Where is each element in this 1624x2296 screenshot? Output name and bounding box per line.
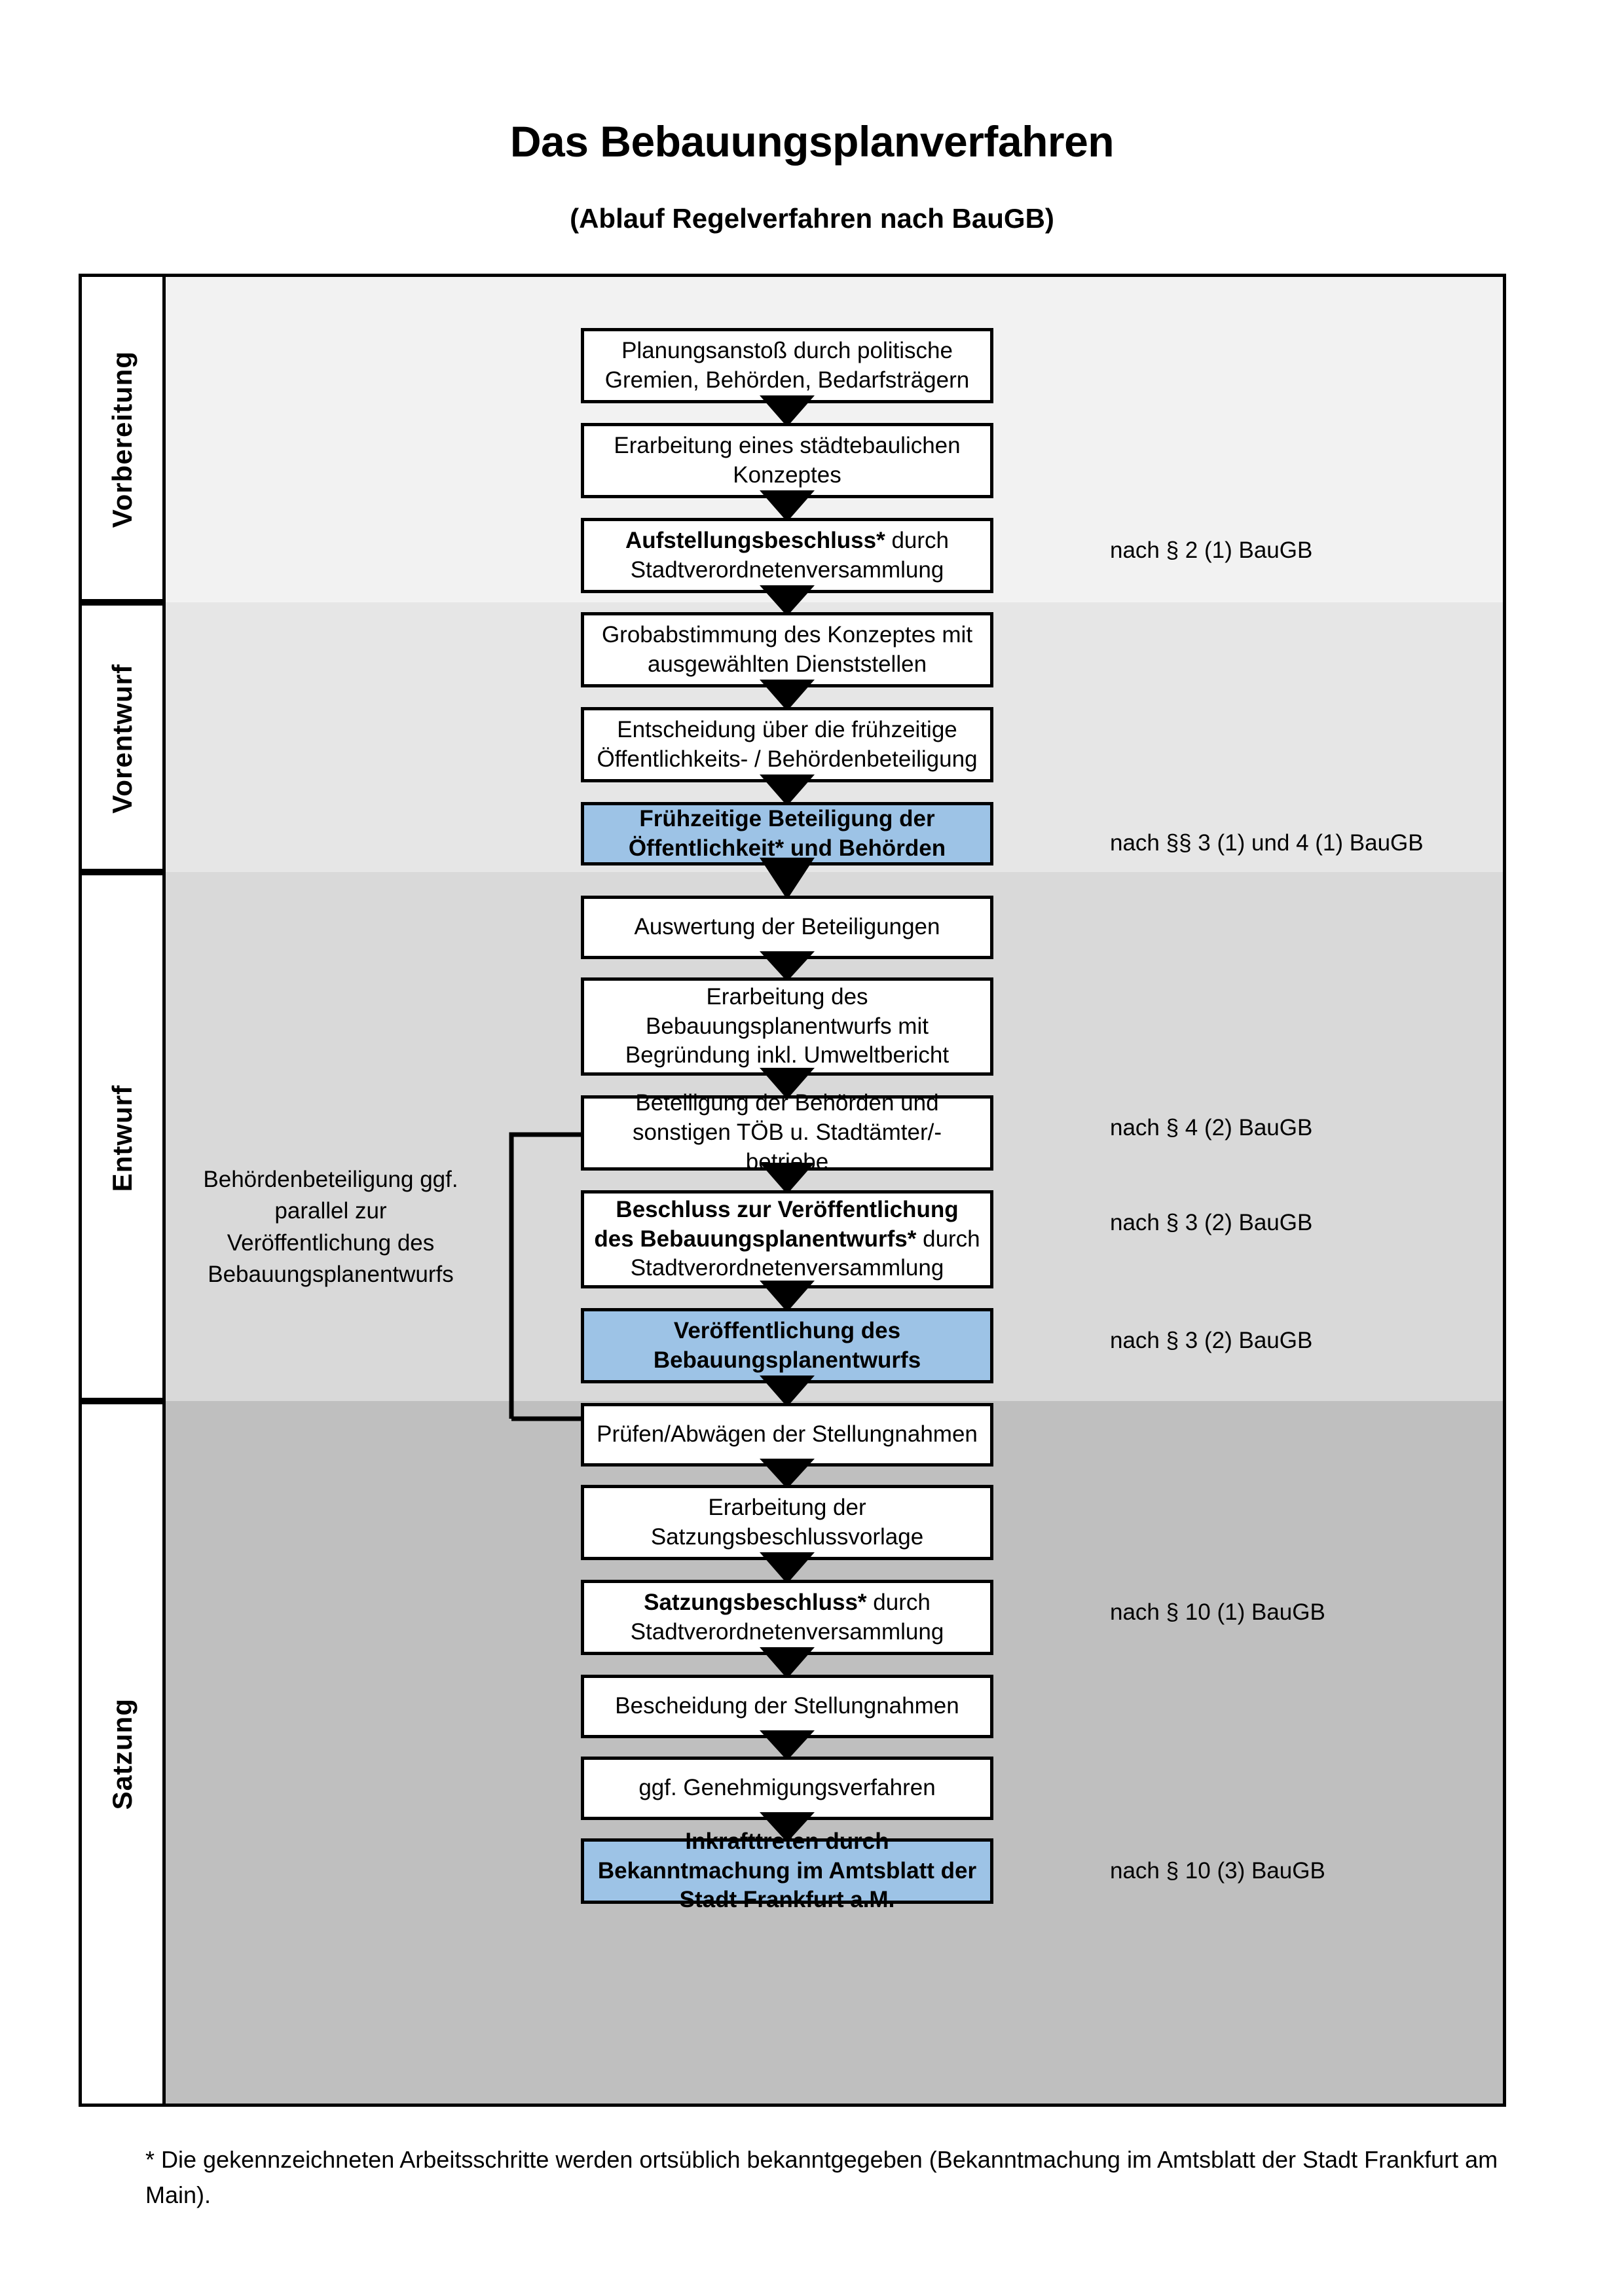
- process-box-satzungsbeschluss[interactable]: Satzungsbeschluss* durch Stadtverordnete…: [581, 1580, 993, 1655]
- flow-arrow-down: [760, 585, 815, 616]
- phase-label-cell: Vorbereitung: [82, 277, 166, 602]
- process-box-label: Erarbeitung eines städtebaulichen Konzep…: [614, 432, 961, 488]
- ref-beschluss-veroeffentlichung: nach § 3 (2) BauGB: [1110, 1210, 1313, 1235]
- process-box-fruehzeitige-beteiligung[interactable]: Frühzeitige Beteiligung der Öffentlichke…: [581, 802, 993, 866]
- flow-arrow-down: [760, 951, 815, 981]
- process-box-planungsanstoss[interactable]: Planungsanstoß durch politische Gremien,…: [581, 328, 993, 403]
- process-box-pruefen-abwaegen[interactable]: Prüfen/Abwägen der Stellungnahmen: [581, 1403, 993, 1467]
- process-box-label: Frühzeitige Beteiligung der Öffentlichke…: [628, 805, 946, 861]
- process-box-label: Satzungsbeschluss* durch Stadtverordnete…: [630, 1589, 944, 1645]
- flow-arrow-down: [760, 774, 815, 806]
- process-box-label: Veröffentlichung des Bebauungsplanentwur…: [653, 1317, 921, 1373]
- phase-label-satzung: Satzung: [106, 1698, 138, 1810]
- process-box-label: ggf. Genehmigungsverfahren: [638, 1775, 936, 1801]
- page-subtitle: (Ablauf Regelverfahren nach BauGB): [570, 203, 1054, 234]
- process-box-erarbeitung-satzungsvorlage[interactable]: Erarbeitung der Satzungsbeschlussvorlage: [581, 1485, 993, 1560]
- flow-arrow-down: [760, 680, 815, 711]
- process-box-staedtebauliches-konzept[interactable]: Erarbeitung eines städtebaulichen Konzep…: [581, 423, 993, 498]
- flow-arrow-down: [760, 1376, 815, 1407]
- process-box-erarbeitung-bplanentwurf[interactable]: Erarbeitung des Bebauungsplanentwurfs mi…: [581, 977, 993, 1076]
- process-box-label: Erarbeitung des Bebauungsplanentwurfs mi…: [625, 983, 950, 1068]
- flow-arrow-down: [760, 490, 815, 522]
- phase-label-vorentwurf: Vorentwurf: [106, 664, 138, 814]
- ref-satzungsbeschluss: nach § 10 (1) BauGB: [1110, 1599, 1325, 1625]
- phase-divider: [82, 869, 166, 872]
- footnote-text: * Die gekennzeichneten Arbeitsschritte w…: [145, 2146, 1498, 2208]
- phase-divider: [82, 1398, 166, 1401]
- ref-inkrafttreten: nach § 10 (3) BauGB: [1110, 1858, 1325, 1884]
- process-box-genehmigungsverfahren[interactable]: ggf. Genehmigungsverfahren: [581, 1757, 993, 1820]
- process-box-label: Erarbeitung der Satzungsbeschlussvorlage: [650, 1494, 924, 1550]
- process-box-label: Beschluss zur Veröffentlichung des Bebau…: [594, 1196, 980, 1281]
- ref-fruehzeitige-beteiligung: nach §§ 3 (1) und 4 (1) BauGB: [1110, 830, 1424, 856]
- process-box-label: Aufstellungsbeschluss* durch Stadtverord…: [625, 527, 950, 583]
- phase-label-cell: Vorentwurf: [82, 602, 166, 872]
- process-box-label: Bescheidung der Stellungnahmen: [615, 1693, 959, 1719]
- flow-arrow-down: [760, 1730, 815, 1760]
- flow-arrow-down: [760, 858, 815, 900]
- process-box-label: Beteiligung der Behörden und sonstigen T…: [632, 1090, 942, 1175]
- diagram-frame: Vorbereitung Vorentwurf Entwurf Satzung …: [79, 274, 1506, 2107]
- flow-arrow-down: [760, 1647, 815, 1679]
- flow-arrow-down: [760, 395, 815, 427]
- ref-aufstellungsbeschluss: nach § 2 (1) BauGB: [1110, 538, 1313, 563]
- process-box-veroeffentlichung-bplanentwurf[interactable]: Veröffentlichung des Bebauungsplanentwur…: [581, 1308, 993, 1383]
- flow-arrow-down: [760, 1552, 815, 1584]
- process-box-beteiligung-behoerden-toeb[interactable]: Beteiligung der Behörden und sonstigen T…: [581, 1090, 993, 1175]
- phase-label-cell: Entwurf: [82, 872, 166, 1401]
- ref-veroeffentlichung: nach § 3 (2) BauGB: [1110, 1328, 1313, 1353]
- phase-label-entwurf: Entwurf: [106, 1084, 138, 1192]
- phase-divider: [82, 599, 166, 602]
- flow-arrow-down: [760, 1163, 815, 1194]
- process-box-grobabstimmung[interactable]: Grobabstimmung des Konzeptes mit ausgewä…: [581, 612, 993, 687]
- phase-label-vorbereitung: Vorbereitung: [106, 351, 138, 528]
- flow-arrow-down: [760, 1281, 815, 1312]
- process-box-inkrafttreten[interactable]: Inkrafttreten durch Bekanntmachung im Am…: [581, 1829, 993, 1912]
- ref-behoerdenbeteiligung: nach § 4 (2) BauGB: [1110, 1115, 1313, 1140]
- process-box-label: Inkrafttreten durch Bekanntmachung im Am…: [597, 1828, 977, 1913]
- process-box-entscheidung-fruehzeitige[interactable]: Entscheidung über die frühzeitige Öffent…: [581, 707, 993, 782]
- process-box-beschluss-veroeffentlichung[interactable]: Beschluss zur Veröffentlichung des Bebau…: [581, 1190, 993, 1288]
- process-box-auswertung-beteiligungen[interactable]: Auswertung der Beteiligungen: [581, 896, 993, 959]
- flow-arrow-down: [760, 1068, 815, 1099]
- phase-label-cell: Satzung: [82, 1401, 166, 2104]
- process-box-label: Auswertung der Beteiligungen: [634, 914, 940, 940]
- page-title: Das Bebauungsplanverfahren: [509, 117, 1115, 166]
- flow-arrow-down: [760, 1459, 815, 1489]
- flow-arrow-down: [760, 1812, 815, 1842]
- process-box-label: Grobabstimmung des Konzeptes mit ausgewä…: [601, 621, 973, 677]
- side-annotation-behoerdenbeteiligung: Behördenbeteiligung ggf. parallel zur Ve…: [203, 1167, 458, 1287]
- process-box-bescheidung-stellungnahmen[interactable]: Bescheidung der Stellungnahmen: [581, 1675, 993, 1738]
- process-box-label: Entscheidung über die frühzeitige Öffent…: [597, 716, 978, 772]
- process-box-aufstellungsbeschluss[interactable]: Aufstellungsbeschluss* durch Stadtverord…: [581, 518, 993, 593]
- process-box-label: Planungsanstoß durch politische Gremien,…: [604, 337, 970, 393]
- process-box-label: Prüfen/Abwägen der Stellungnahmen: [597, 1421, 978, 1448]
